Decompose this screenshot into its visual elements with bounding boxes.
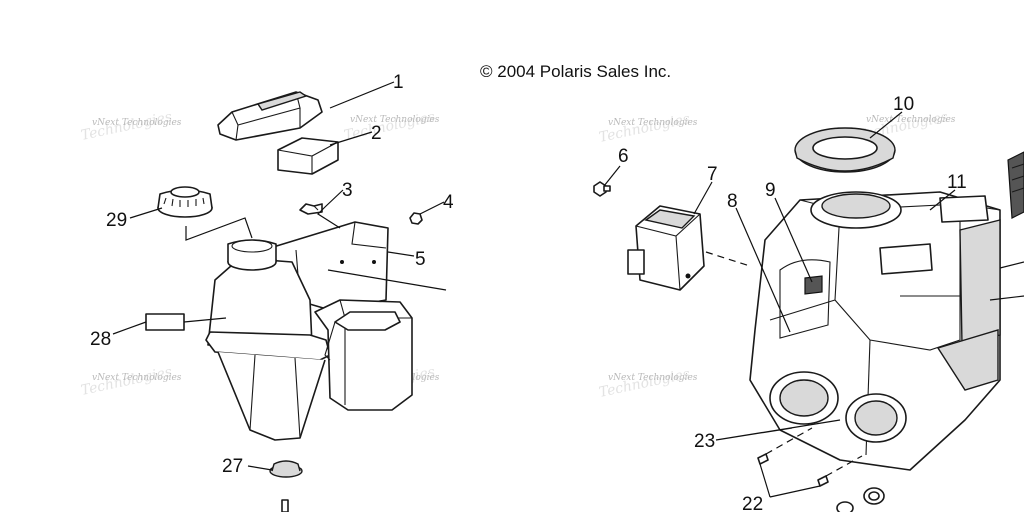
callout-6: 6 (618, 146, 629, 167)
part-10-ring[interactable] (794, 127, 896, 173)
watermark-1: vNext Technologies (92, 118, 182, 128)
part-2-block[interactable] (277, 137, 339, 175)
part-7-module[interactable] (627, 205, 751, 291)
part-28-label[interactable] (145, 313, 185, 331)
callout-11: 11 (947, 172, 967, 193)
watermark-4: vNext Technologies (866, 115, 956, 125)
watermark-3: vNext Technologies (608, 118, 698, 128)
part-27-grommet[interactable] (269, 460, 303, 478)
part-6-screw[interactable] (593, 181, 611, 197)
callout-10: 10 (893, 94, 914, 115)
reservoir-tank[interactable] (205, 239, 413, 441)
air-intakes[interactable] (769, 371, 907, 443)
part-right-edge (1007, 151, 1024, 219)
svg-text:Technologies: Technologies (598, 111, 692, 146)
callout-9: 9 (765, 180, 776, 201)
watermark-2: vNext Technologies (350, 115, 440, 125)
callout-23: 23 (694, 431, 715, 452)
callout-2: 2 (371, 123, 382, 144)
callout-7: 7 (707, 164, 718, 185)
callout-4: 4 (443, 192, 454, 213)
left-leaders (112, 81, 447, 471)
callout-5: 5 (415, 249, 426, 270)
watermark-5: vNext Technologies (92, 373, 182, 383)
part-29-cap[interactable] (157, 186, 213, 218)
callout-3: 3 (342, 180, 353, 201)
callout-29: 29 (106, 210, 127, 231)
part-4-nut[interactable] (409, 212, 423, 225)
cap-tether (185, 217, 253, 241)
part-1-cover[interactable] (217, 91, 323, 141)
callout-28: 28 (90, 329, 111, 350)
small-bolt-bottom (281, 499, 289, 512)
callout-labels: 1 2 3 4 5 6 7 8 9 10 11 22 23 27 28 29 (90, 72, 967, 512)
callout-8: 8 (727, 191, 738, 212)
callout-27: 27 (222, 456, 243, 477)
right-leaders (603, 111, 1024, 498)
callout-1: 1 (393, 72, 404, 93)
copyright-text: © 2004 Polaris Sales Inc. (480, 62, 671, 81)
part-3-bolt[interactable] (299, 203, 323, 215)
callout-22: 22 (742, 494, 763, 512)
bottom-grommets (836, 487, 885, 512)
watermark-7: vNext Technologies (608, 373, 698, 383)
part-22-screws[interactable] (757, 427, 863, 487)
svg-text:Technologies: Technologies (598, 366, 692, 401)
